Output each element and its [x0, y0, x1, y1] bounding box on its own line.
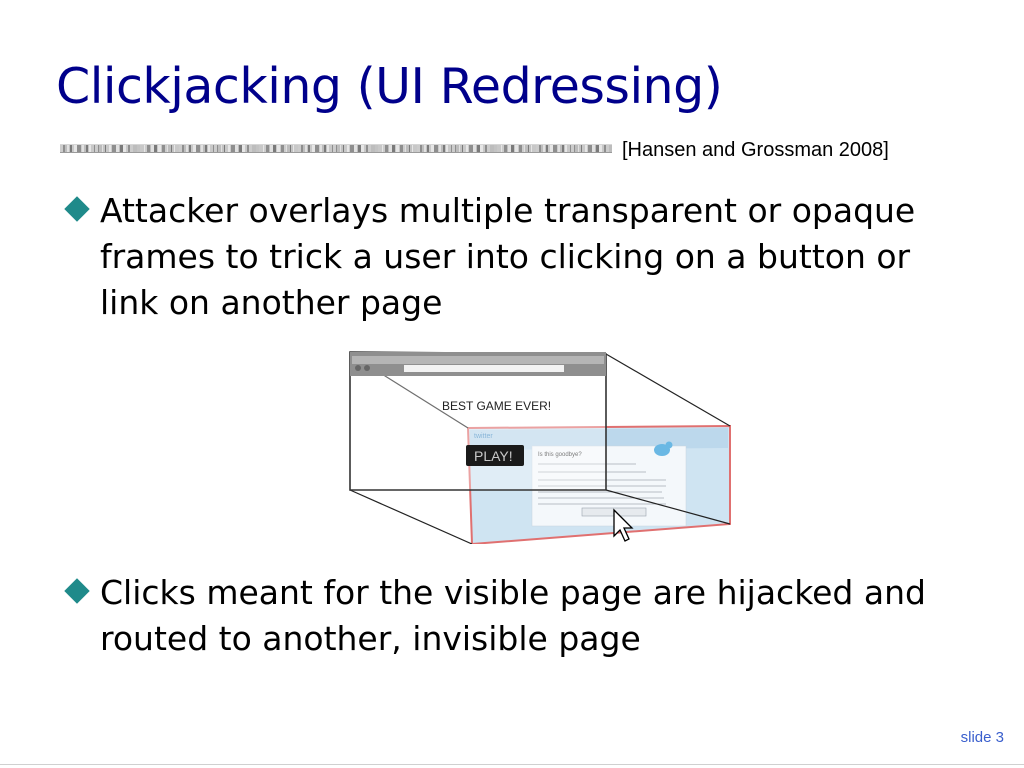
slide-number: slide 3 [960, 729, 1004, 746]
clickjacking-illustration: twitter Is this goodbye? [346, 348, 736, 544]
footer-divider [0, 764, 1024, 765]
diamond-bullet-icon [60, 188, 100, 234]
bullet-text-1: Attacker overlays multiple transparent o… [100, 191, 916, 322]
front-caption: BEST GAME EVER! [442, 399, 551, 413]
hidden-logo-text: twitter [474, 433, 493, 440]
bullet-item-2: Clicks meant for the visible page are hi… [60, 570, 960, 662]
title-divider [60, 144, 612, 153]
slide-title: Clickjacking (UI Redressing) [56, 58, 723, 115]
bird-icon [654, 441, 673, 456]
play-button-label: PLAY! [474, 448, 513, 464]
bullet-text-2: Clicks meant for the visible page are hi… [100, 573, 926, 658]
hidden-heading: Is this goodbye? [538, 452, 582, 458]
diamond-bullet-icon [60, 570, 100, 616]
citation: [Hansen and Grossman 2008] [622, 139, 889, 161]
bullet-item-1: Attacker overlays multiple transparent o… [60, 188, 960, 326]
visible-frame: BEST GAME EVER! PLAY! [349, 351, 607, 491]
mouse-cursor-icon [613, 508, 634, 542]
